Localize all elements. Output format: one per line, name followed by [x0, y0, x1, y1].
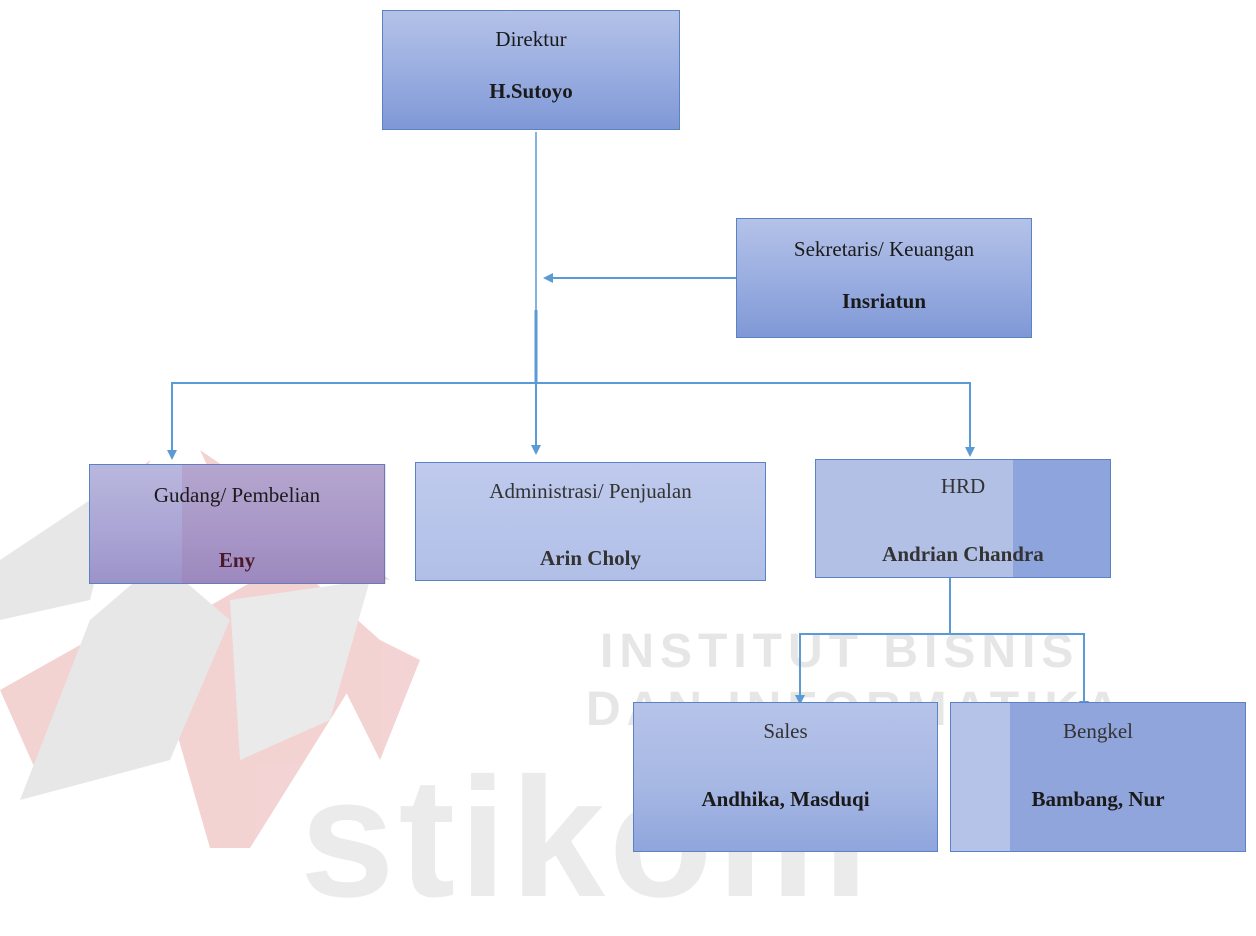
bengkel-role: Bengkel	[1063, 719, 1133, 743]
node-administrasi: Administrasi/ Penjualan Arin Choly	[415, 462, 766, 581]
hrd-role: HRD	[940, 474, 986, 498]
arrow-sales	[795, 633, 950, 705]
arrow-gudang	[167, 382, 536, 460]
node-gudang: Gudang/ Pembelian Eny	[89, 464, 386, 584]
arrow-hrd	[536, 382, 975, 457]
connector-lines	[167, 132, 1089, 711]
administrasi-role: Administrasi/ Penjualan	[489, 479, 692, 503]
node-sekretaris: Sekretaris/ Keuangan Insriatun	[736, 218, 1032, 338]
gudang-name: Eny	[218, 548, 256, 572]
hrd-name: Andrian Chandra	[882, 542, 1044, 566]
node-direktur: Direktur H.Sutoyo	[382, 10, 680, 130]
node-sales: Sales Andhika, Masduqi	[633, 702, 938, 852]
sales-name: Andhika, Masduqi	[701, 787, 870, 811]
sekretaris-role: Sekretaris/ Keuangan	[793, 237, 975, 261]
administrasi-name: Arin Choly	[540, 546, 641, 570]
node-bengkel: Bengkel Bambang, Nur	[950, 702, 1246, 852]
sekretaris-name: Insriatun	[841, 289, 927, 313]
direktur-name: H.Sutoyo	[489, 79, 573, 103]
arrow-bengkel	[950, 633, 1089, 711]
sales-role: Sales	[763, 719, 808, 743]
direktur-role: Direktur	[495, 27, 567, 51]
node-hrd: HRD Andrian Chandra	[815, 459, 1111, 578]
bengkel-name: Bambang, Nur	[1031, 787, 1165, 811]
gudang-role: Gudang/ Pembelian	[153, 483, 321, 507]
